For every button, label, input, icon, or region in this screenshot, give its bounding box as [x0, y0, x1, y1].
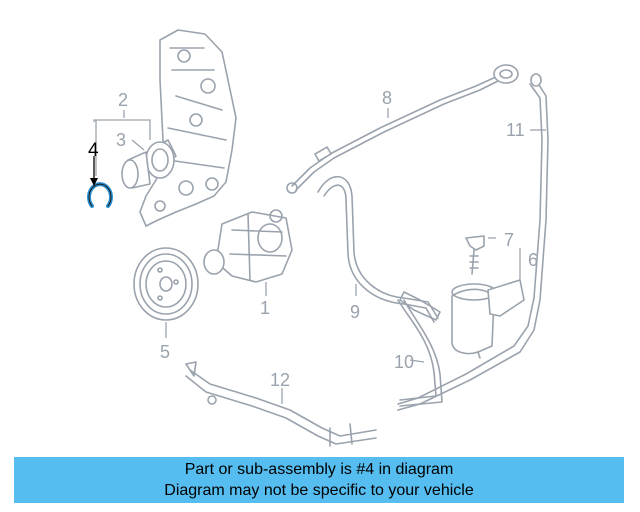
cap-part-7 [465, 235, 485, 275]
hose-part-10 [397, 299, 443, 407]
callout-4: 4 [88, 140, 99, 161]
pulley-part-5 [133, 247, 199, 321]
hose-part-9 [317, 175, 441, 323]
callout-6: 6 [528, 250, 538, 270]
info-banner: Part or sub-assembly is #4 in diagram Di… [14, 457, 624, 503]
callout-2: 2 [118, 90, 128, 110]
mounting-bracket [139, 29, 237, 227]
callout-8: 8 [382, 88, 392, 108]
callout-7: 7 [504, 230, 514, 250]
callout-12: 12 [270, 370, 290, 390]
callout-5: 5 [160, 342, 170, 362]
bushing-part-3 [121, 141, 175, 189]
snap-ring-part-4 [87, 182, 113, 208]
hose-part-8 [286, 64, 519, 194]
banner-line-disclaimer: Diagram may not be specific to your vehi… [164, 482, 474, 499]
hose-part-11 [397, 73, 549, 411]
reservoir-part-6 [451, 279, 525, 359]
callout-11: 11 [506, 120, 525, 140]
banner-line-part: Part or sub-assembly is #4 in diagram [184, 461, 454, 478]
hose-part-12 [185, 361, 377, 447]
steering-pump-part-1 [203, 209, 293, 283]
callout-9: 9 [350, 302, 360, 322]
callout-3: 3 [116, 130, 126, 150]
callout-1: 1 [260, 298, 270, 318]
callout-10: 10 [394, 352, 414, 372]
leader-lines [90, 108, 546, 404]
